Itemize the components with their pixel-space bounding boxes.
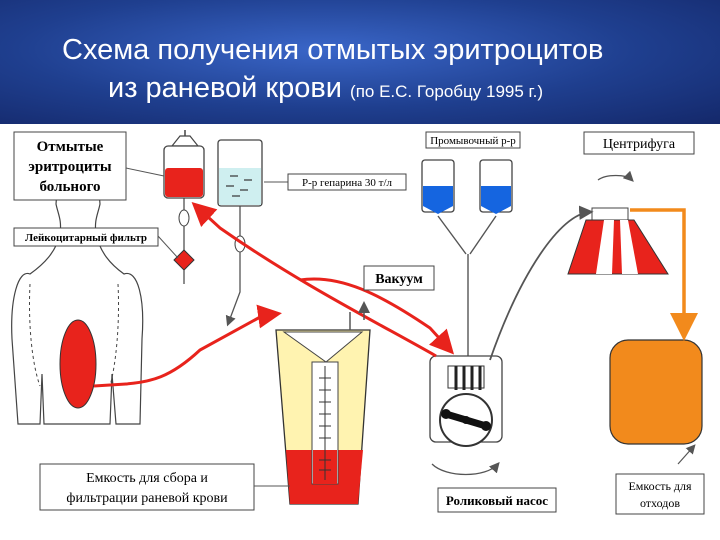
washed-rbc-bag — [163, 130, 205, 284]
label-washed-rbc: Отмытые эритроциты больного — [13, 131, 165, 201]
leuko-filter-text: Лейкоцитарный фильтр — [25, 232, 147, 244]
roller-pump — [429, 355, 503, 447]
slide-title-line2: из раневой крови (по Е.С. Горобцу 1995 г… — [108, 72, 543, 105]
title-bar: Схема получения отмытых эритроцитов из р… — [0, 0, 720, 124]
diagram-canvas: Отмытые эритроциты больного Лейкоцитарны… — [11, 130, 705, 515]
slide-title-line2-main: из раневой крови — [108, 72, 342, 104]
washed-rbc-line2: эритроциты — [28, 159, 112, 175]
wash-solution-text: Промывочный р-р — [430, 135, 516, 147]
label-vacuum: Вакуум — [363, 265, 435, 291]
wound-cavity — [59, 319, 97, 409]
vacuum-text: Вакуум — [375, 272, 423, 287]
waste-line1: Емкость для — [628, 479, 692, 493]
label-roller-pump: Роликовый насос — [437, 487, 557, 513]
label-wash-solution: Промывочный р-р — [425, 131, 521, 149]
washed-rbc-line3: больного — [39, 179, 100, 195]
patient-torso — [11, 181, 144, 425]
waste-container — [609, 339, 703, 445]
label-waste: Емкость для отходов — [615, 473, 705, 515]
heparin-text: Р-р гепарина 30 т/л — [302, 177, 393, 189]
heparin-bag — [217, 139, 263, 327]
wash-solution-bags — [421, 159, 513, 360]
label-heparin: Р-р гепарина 30 т/л — [287, 173, 407, 191]
collection-line1: Емкость для сбора и — [86, 471, 208, 486]
slide-title-source: (по Е.С. Горобцу 1995 г.) — [350, 82, 544, 101]
washed-rbc-line1: Отмытые — [37, 139, 104, 155]
slide-title-line1: Схема получения отмытых эритроцитов — [62, 34, 604, 66]
centrifuge — [567, 170, 669, 275]
collection-reservoir — [275, 329, 371, 505]
flow-lines — [93, 181, 698, 465]
waste-line2: отходов — [640, 496, 680, 510]
roller-pump-text: Роликовый насос — [446, 493, 548, 508]
label-leuko-filter: Лейкоцитарный фильтр — [13, 227, 179, 259]
label-collection: Емкость для сбора и фильтрации раневой к… — [39, 463, 290, 511]
label-centrifuge: Центрифуга — [583, 131, 695, 155]
collection-line2: фильтрации раневой крови — [66, 491, 228, 506]
pump-rotation-arrow — [431, 462, 500, 476]
centrifuge-text: Центрифуга — [603, 137, 676, 152]
